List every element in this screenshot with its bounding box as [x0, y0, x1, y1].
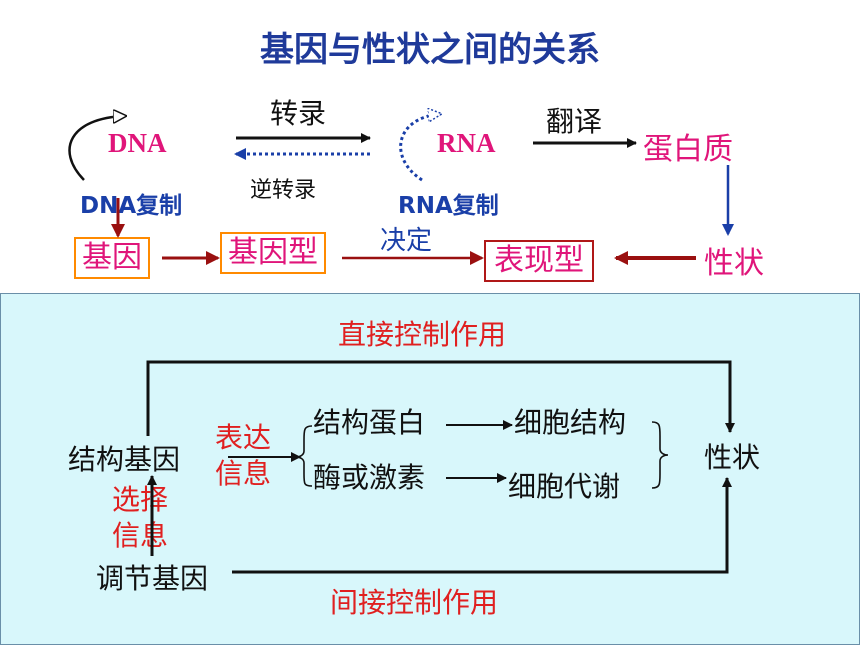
dna-replication-arrow: [68, 116, 125, 181]
structural-protein-label: 结构蛋白: [313, 406, 426, 439]
left-brace: [295, 425, 313, 487]
express-info-line1: 表达: [215, 421, 272, 454]
express-info-line2: 信息: [215, 457, 272, 490]
cell-structure-label: 细胞结构: [514, 406, 627, 439]
determine-label: 决定: [380, 226, 433, 256]
structural-gene-label: 结构基因: [68, 443, 181, 476]
enzyme-hormone-label: 酶或激素: [313, 461, 426, 494]
phenotype-box: 表现型: [484, 240, 594, 282]
right-brace: [651, 421, 669, 489]
rna-node: RNA: [437, 128, 496, 158]
direct-control-label: 直接控制作用: [338, 318, 507, 351]
transcription-label: 转录: [270, 97, 327, 130]
control-panel: [0, 293, 860, 645]
select-info-line1: 选择: [112, 483, 169, 516]
rna-replication-label: RNA复制: [398, 193, 499, 219]
cell-metabolism-label: 细胞代谢: [508, 470, 621, 503]
page-title: 基因与性状之间的关系: [260, 30, 600, 70]
dna-node: DNA: [108, 128, 167, 158]
express-info-label: 表达 信息: [215, 420, 271, 492]
indirect-control-label: 间接控制作用: [330, 586, 499, 619]
select-info-label: 选择 信息: [112, 482, 168, 554]
regulatory-gene-label: 调节基因: [96, 562, 209, 595]
rna-replication-arrow: [399, 114, 440, 182]
trait-node: 性状: [704, 246, 764, 281]
translation-label: 翻译: [546, 105, 603, 138]
gene-box: 基因: [74, 237, 150, 279]
dna-replication-label: DNA复制: [80, 193, 183, 219]
select-info-line2: 信息: [112, 519, 169, 552]
indirect-control-path: [232, 477, 732, 574]
genotype-box: 基因型: [220, 232, 326, 274]
protein-node: 蛋白质: [643, 132, 733, 167]
direct-control-path: [146, 360, 735, 436]
panel-trait-label: 性状: [704, 441, 761, 474]
reverse-transcription-label: 逆转录: [250, 178, 317, 203]
